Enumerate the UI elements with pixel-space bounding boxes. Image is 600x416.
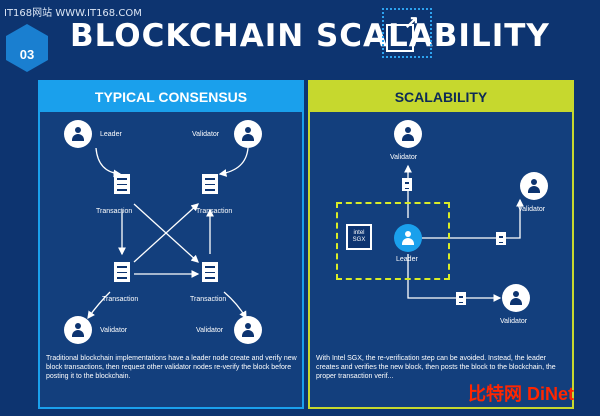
validator-right-label: Validator	[518, 206, 546, 213]
arrow-validator-to-tx	[218, 147, 249, 177]
section-number: 03	[19, 47, 35, 62]
validator-node-bottom	[502, 284, 530, 312]
expand-icon	[382, 8, 432, 58]
chip-label: SGX	[352, 237, 366, 243]
scalability-arrows	[404, 164, 524, 302]
validator-br-label: Validator	[196, 327, 224, 334]
arrow-cross-2	[133, 203, 199, 263]
scalability-panel: SCALABILITY Validator intel SGX Leader V…	[308, 80, 574, 409]
typical-consensus-description: Traditional blockchain implementations h…	[46, 355, 297, 380]
arrow-leader-to-tx	[95, 147, 122, 178]
chip-brand: intel	[353, 230, 365, 236]
consensus-arrows	[87, 147, 249, 320]
typical-consensus-heading: TYPICAL CONSENSUS	[40, 82, 302, 112]
validator-top-label: Validator	[390, 154, 418, 161]
validator-bl-label: Validator	[100, 327, 128, 334]
leader-node	[394, 224, 422, 252]
validator-top-label: Validator	[192, 131, 220, 138]
transaction-doc-icon	[202, 174, 218, 194]
typical-consensus-panel: TYPICAL CONSENSUS Leader Validator Trans…	[38, 80, 304, 409]
validator-node-right	[520, 172, 548, 200]
validator-node-top	[394, 120, 422, 148]
arrow-tx-to-validator-bl	[87, 291, 111, 320]
transaction-label: Transaction	[96, 208, 133, 215]
transaction-doc-icon	[114, 174, 130, 194]
arrow-leader-to-validator-bottom	[407, 254, 502, 302]
bottom-watermark: 比特网 DiNet	[468, 384, 575, 404]
validator-node-top	[234, 120, 262, 148]
validator-node-bottom-right	[234, 316, 262, 344]
transaction-doc-icon	[202, 262, 218, 282]
arrow-tx-to-validator-br	[223, 291, 247, 320]
scalability-description: With Intel SGX, the re-verification step…	[316, 355, 556, 380]
sgx-enclave-box	[336, 202, 450, 280]
transaction-doc-icon	[402, 178, 412, 191]
transaction-doc-icon	[456, 292, 466, 305]
page-title: BLOCKCHAIN SCALABILITY	[70, 18, 550, 54]
transaction-doc-icon	[496, 232, 506, 245]
top-watermark: IT168网站 WWW.IT168.COM	[4, 8, 142, 19]
leader-label: Leader	[100, 131, 122, 138]
transaction-label: Transaction	[196, 208, 233, 215]
arrow-leader-to-validator-right	[422, 198, 524, 239]
sgx-chip-icon: intel SGX	[346, 224, 372, 250]
expand-icon-square	[386, 24, 414, 52]
transaction-label: Transaction	[190, 296, 227, 303]
transaction-doc-icon	[114, 262, 130, 282]
arrow-icon: ↗	[404, 12, 420, 32]
scalability-heading: SCALABILITY	[310, 82, 572, 112]
transaction-label: Transaction	[102, 296, 139, 303]
validator-bottom-label: Validator	[500, 318, 528, 325]
validator-node-bottom-left	[64, 316, 92, 344]
leader-node	[64, 120, 92, 148]
leader-label: Leader	[396, 256, 418, 263]
section-hexagon	[6, 24, 48, 72]
